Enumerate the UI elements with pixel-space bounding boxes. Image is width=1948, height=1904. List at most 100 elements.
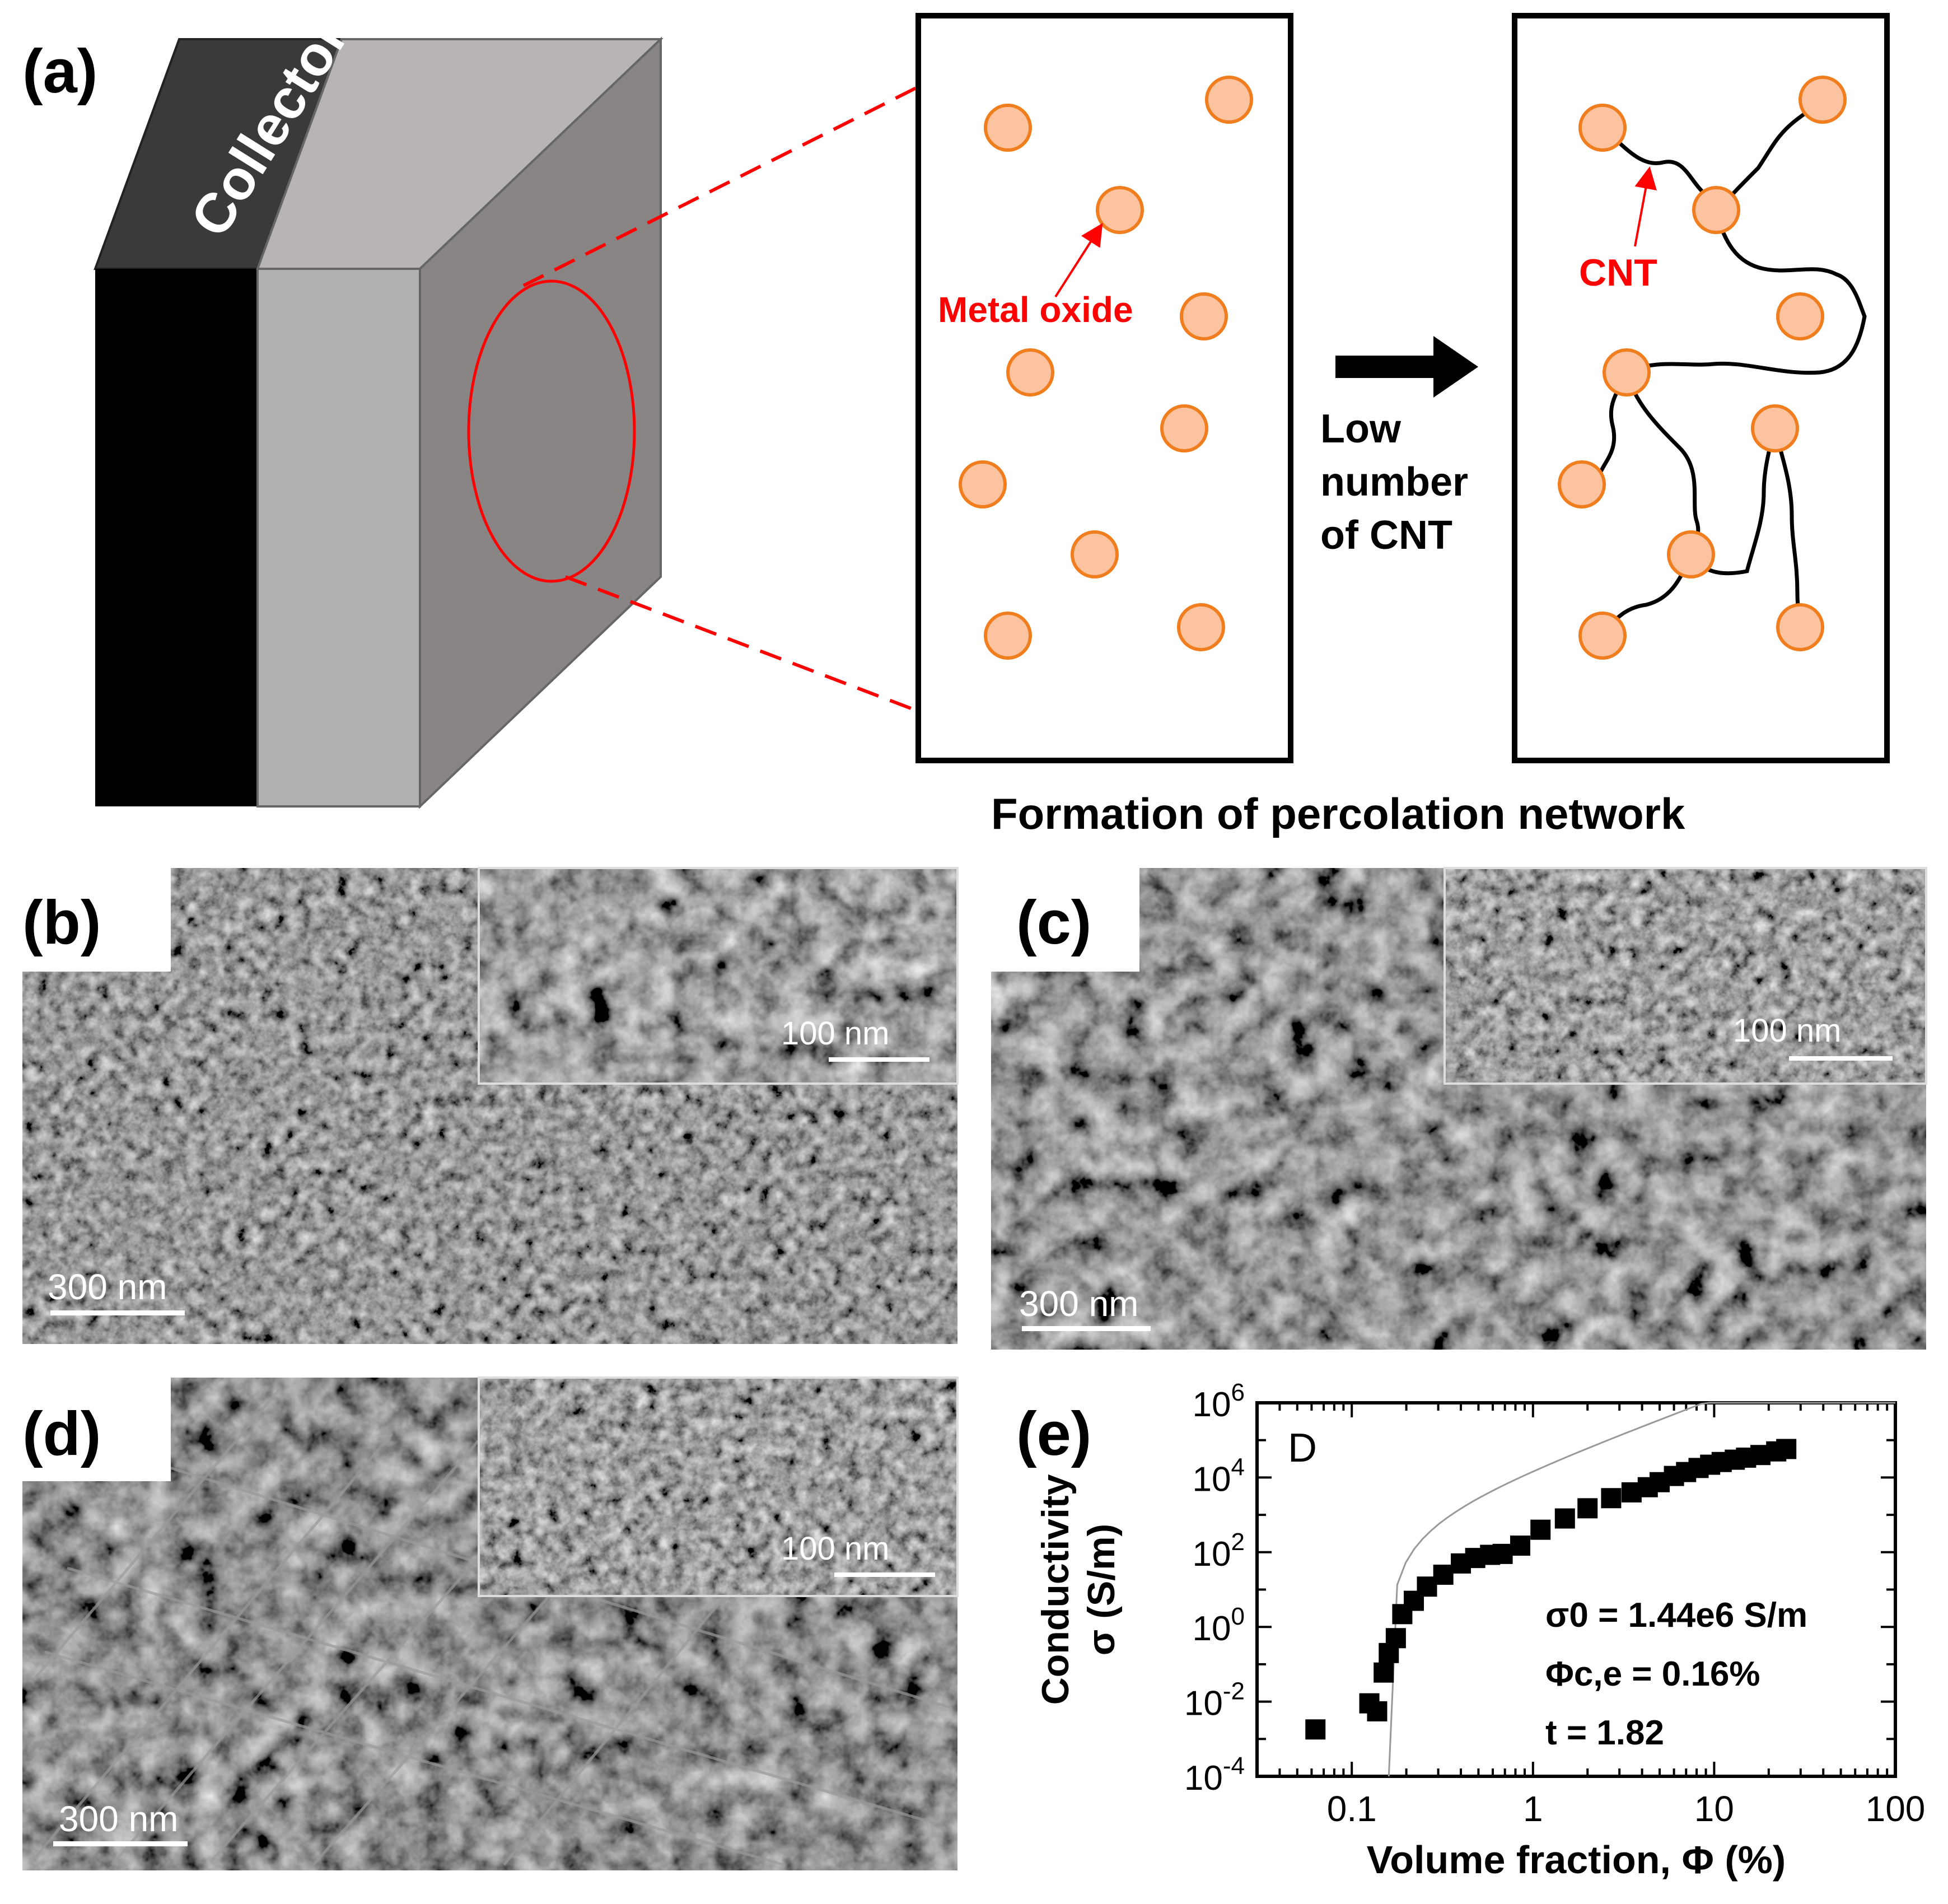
main-scale-bar-c	[1022, 1326, 1151, 1331]
inset-scale-bar-c	[1789, 1056, 1893, 1061]
y-tick-base: 10	[1193, 1609, 1231, 1648]
inset-frame-b	[478, 867, 959, 1085]
electrode-front-face	[256, 268, 421, 808]
metal-oxide-particle	[1006, 348, 1054, 396]
metal-oxide-particle	[1751, 404, 1799, 452]
metal-oxide-arrow	[1054, 223, 1103, 298]
bottom-caption: Formation of percolation network	[991, 789, 1685, 838]
arrow-caption-line-3: of CNT	[1320, 513, 1452, 558]
inset-frame-d	[478, 1376, 959, 1597]
box-frame-left	[915, 13, 1293, 763]
x-tick-label: 0.1	[1327, 1789, 1377, 1829]
inset-scale-label-c: 100 nm	[1733, 1012, 1841, 1049]
cnt-strand	[1714, 97, 1825, 215]
percolation-network-box: CNT	[1512, 13, 1890, 763]
metal-oxide-particle	[1692, 186, 1740, 234]
panel-b: (b) 100 nm 300 nm	[22, 867, 959, 1344]
metal-oxide-particle	[1180, 292, 1228, 340]
data-point	[1601, 1488, 1622, 1509]
y-tick-exponent: 0	[1231, 1603, 1245, 1630]
metal-oxide-particle	[1798, 76, 1847, 124]
main-scale-label-c: 300 nm	[1019, 1284, 1138, 1324]
data-point	[1433, 1564, 1454, 1585]
x-axis-label: Volume fraction, Φ (%)	[1367, 1838, 1786, 1882]
y-tick-exponent: -2	[1223, 1678, 1245, 1705]
data-point	[1367, 1701, 1388, 1721]
y-tick-label: 102	[1193, 1528, 1245, 1574]
metal-oxide-particle	[1160, 404, 1208, 452]
inset-scale-bar-b	[829, 1057, 929, 1062]
y-tick-label: 10-2	[1184, 1678, 1245, 1723]
fit-parameter-annotation: Φc,e = 0.16%	[1545, 1655, 1760, 1693]
electrode-side-face	[419, 36, 662, 809]
metal-oxide-particle	[1071, 530, 1119, 578]
sem-inset-d	[479, 1378, 957, 1596]
main-scale-label-b: 300 nm	[48, 1267, 167, 1307]
y-tick-label: 106	[1193, 1379, 1245, 1424]
metal-oxide-particle	[1177, 603, 1225, 651]
corner-letter: D	[1288, 1426, 1317, 1471]
x-tick-label: 1	[1523, 1789, 1543, 1829]
metal-oxide-particle	[959, 460, 1007, 508]
y-tick-label: 10-4	[1184, 1752, 1245, 1798]
y-tick-exponent: 4	[1231, 1453, 1245, 1481]
data-point	[1385, 1628, 1406, 1649]
metal-oxide-particle	[1578, 104, 1627, 152]
metal-oxide-particle	[1096, 186, 1144, 234]
panel-b-label: (b)	[22, 888, 101, 957]
transition-arrow-group: Low number of CNT	[1320, 336, 1478, 558]
data-point	[1305, 1719, 1326, 1740]
metal-oxide-particle	[1578, 612, 1627, 660]
y-axis-label-line-1: Conductivity	[1034, 1474, 1077, 1705]
metal-oxide-particle	[984, 104, 1032, 152]
y-tick-base: 10	[1193, 1535, 1231, 1574]
y-tick-base: 10	[1184, 1759, 1223, 1798]
electrode-block: Collector	[94, 8, 919, 809]
fit-line	[1388, 1402, 1895, 1777]
y-tick-exponent: -4	[1223, 1752, 1245, 1780]
network-particles	[1558, 76, 1847, 660]
panel-a-label: (a)	[22, 37, 97, 106]
cnt-arrow	[1634, 166, 1657, 247]
inset-scale-label-d: 100 nm	[781, 1530, 889, 1567]
metal-oxide-particle	[984, 612, 1032, 660]
sem-inset-b	[479, 868, 957, 1084]
x-tick-label: 10	[1694, 1789, 1734, 1829]
cnt-label: CNT	[1579, 251, 1657, 294]
panel-c-label: (c)	[1016, 888, 1091, 957]
metal-oxide-particle	[1558, 460, 1606, 508]
sem-inset-c	[1445, 868, 1926, 1084]
y-tick-exponent: 6	[1231, 1379, 1245, 1406]
cnt-strand	[1714, 211, 1867, 319]
data-point	[1554, 1508, 1575, 1529]
main-scale-label-d: 300 nm	[59, 1799, 178, 1839]
y-tick-label: 100	[1193, 1603, 1245, 1648]
metal-oxide-particle	[1776, 603, 1824, 651]
inset-scale-bar-d	[834, 1572, 935, 1577]
metal-oxide-particle	[1776, 292, 1824, 340]
inset-frame-c	[1444, 867, 1927, 1085]
transition-arrow	[1335, 336, 1478, 398]
y-tick-base: 10	[1184, 1684, 1223, 1723]
panel-a: (a) Collector	[22, 8, 1890, 838]
y-tick-base: 10	[1193, 1385, 1231, 1424]
zoom-region-ellipse	[467, 279, 636, 583]
x-tick-label: 100	[1866, 1789, 1926, 1829]
collector-front-face	[95, 269, 258, 806]
cnt-strand	[1689, 426, 1777, 576]
cnt-strand	[1624, 314, 1867, 375]
box-frame-right	[1512, 13, 1890, 763]
panel-c: (c) 100 nm 300 nm	[991, 867, 1927, 1350]
metal-oxide-particle	[1205, 76, 1253, 124]
y-tick-exponent: 2	[1231, 1528, 1245, 1556]
dispersed-oxide-box: Metal oxide	[915, 13, 1293, 763]
data-point	[1492, 1543, 1513, 1564]
data-point	[1374, 1662, 1394, 1683]
data-point	[1530, 1519, 1551, 1540]
y-tick-base: 10	[1193, 1460, 1231, 1499]
label-backing-c	[991, 868, 1139, 972]
main-scale-bar-d	[53, 1841, 188, 1846]
metal-oxide-particle	[1667, 530, 1715, 578]
